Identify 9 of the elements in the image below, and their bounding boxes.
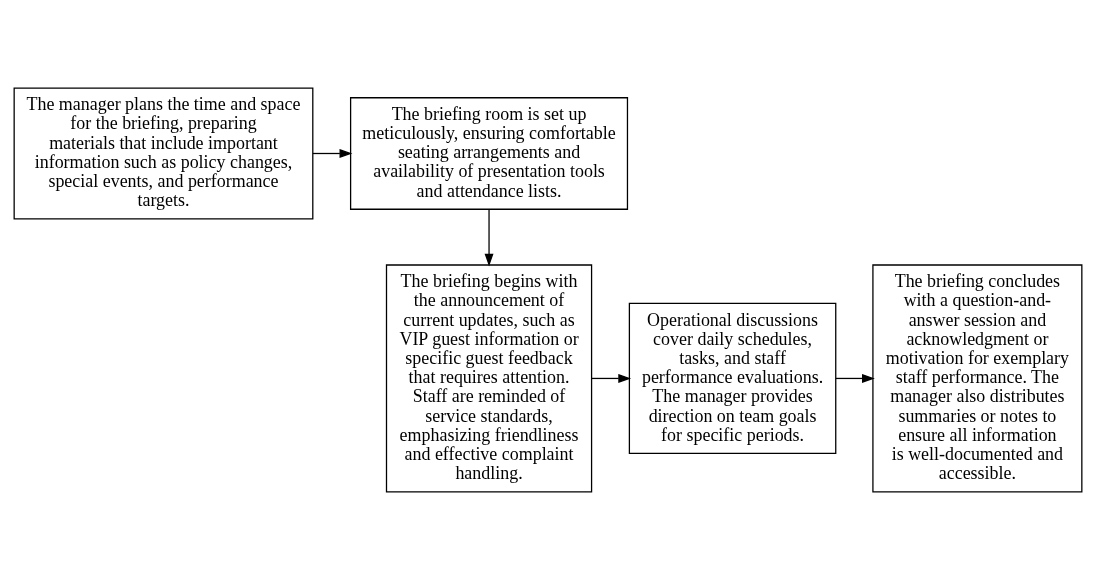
arrow [312, 148, 353, 158]
arrow [591, 373, 632, 383]
node-box: The briefing room is set up meticulously, ensuring comfortable seating arrangements and availability of presentation tools and attendance lists. [349, 96, 629, 210]
arrow [484, 208, 494, 266]
arrow [835, 373, 875, 383]
node-box: The briefing concludes with a question-and-answer session and acknowledgment or motivation for exemplary staff performance. The manager also distributes summaries or notes to ensure all information is well-documented and accessible. [872, 263, 1083, 492]
node-box: Operational discussions cover daily schedules, tasks, and staff performance evaluations. The manager provides direction on team goals for specific periods. [628, 302, 837, 454]
node-box: The manager plans the time and space for the briefing, preparing materials that include important information such as policy changes, special events, and performance targets. [13, 87, 314, 219]
node-box: The briefing begins with the announcement of current updates, such as VIP guest information or specific guest feedback that requires attention. Staff are reminded of service standards, emphasizing friendliness and effective complaint handling. [385, 263, 593, 492]
